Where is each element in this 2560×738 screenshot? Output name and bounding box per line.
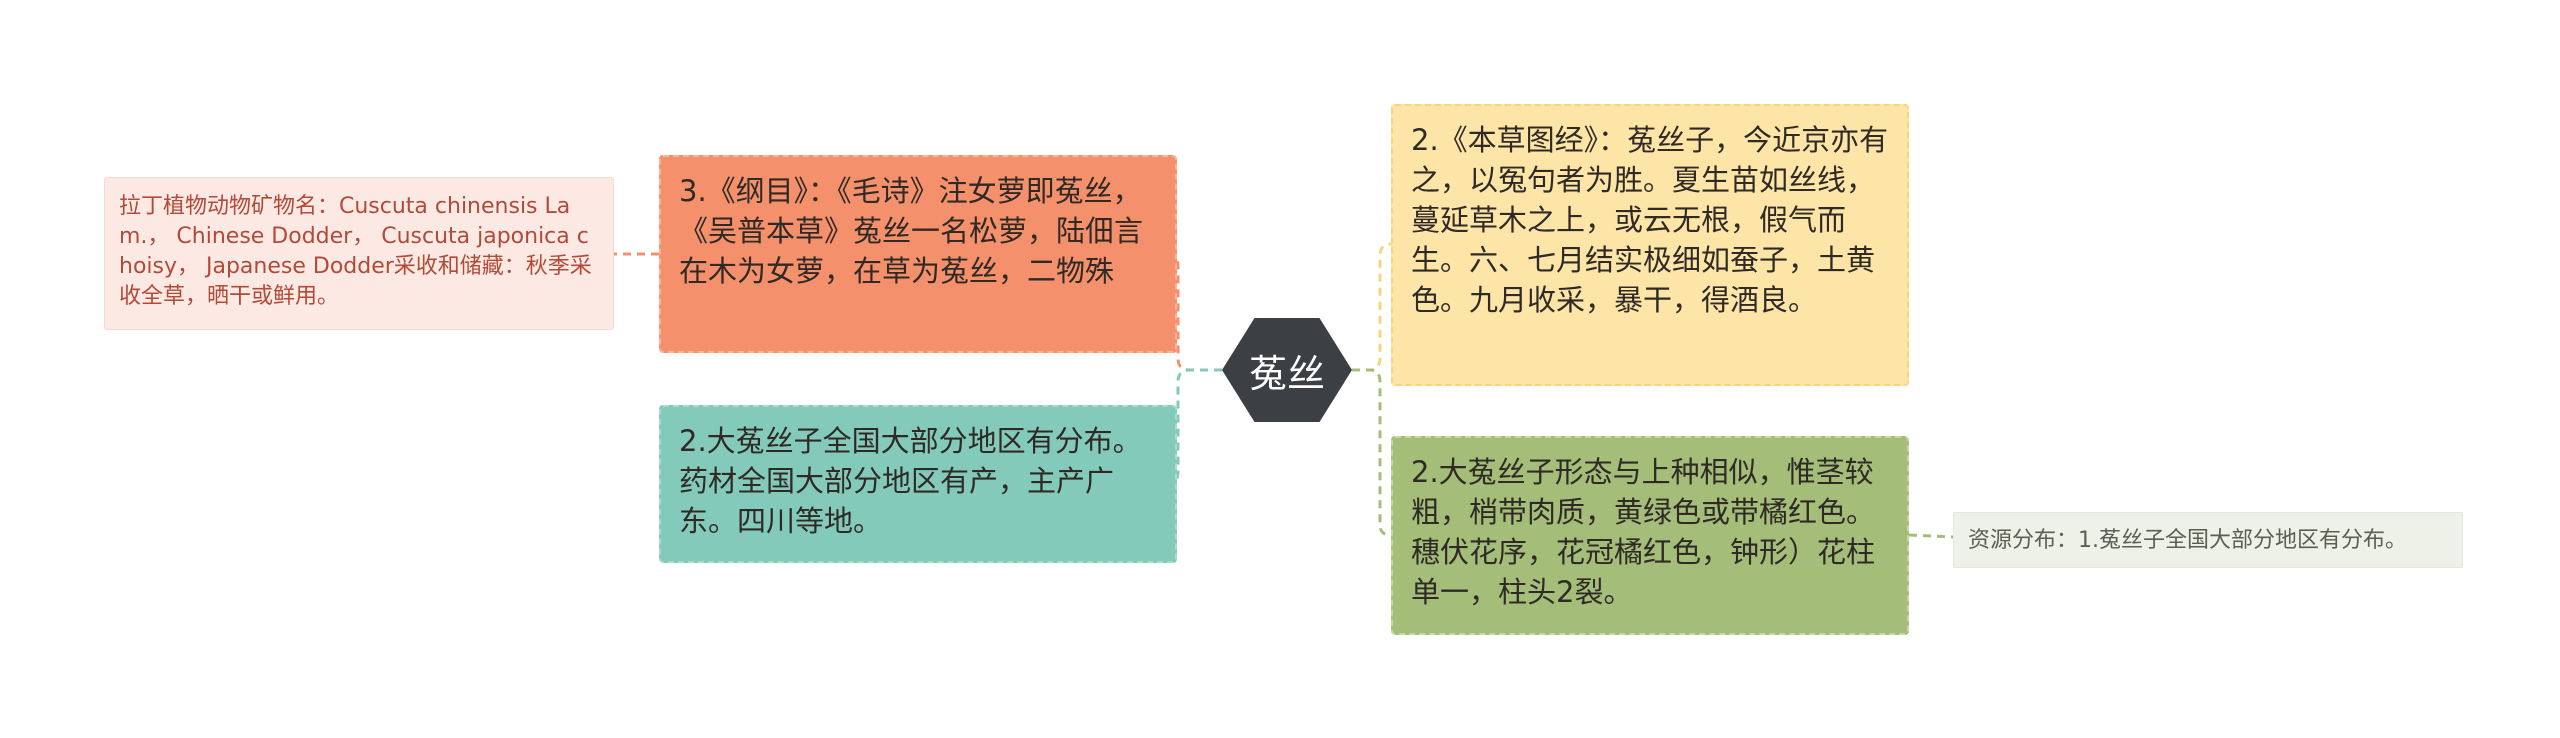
central-topic-label: 菟丝 bbox=[1248, 351, 1325, 396]
topic-distribution-text: 2.大菟丝子全国大部分地区有分布。药材全国大部分地区有产，主产广东。四川等地。 bbox=[679, 424, 1142, 538]
link-morph-resource bbox=[1908, 533, 1954, 539]
link-central-bencao bbox=[1352, 242, 1392, 372]
subtopic-latin-name[interactable]: 拉丁植物动物矿物名：Cuscuta chinensis Lam.， Chines… bbox=[104, 177, 614, 330]
topic-gangmu[interactable]: 3.《纲目》：《毛诗》注女萝即菟丝，《吴普本草》菟丝一名松萝，陆佃言在木为女萝，… bbox=[659, 155, 1177, 353]
topic-morphology-text: 2.大菟丝子形态与上种相似，惟茎较粗，梢带肉质，黄绿色或带橘红色。穗伏花序，花冠… bbox=[1411, 455, 1876, 609]
subtopic-resource-distribution[interactable]: 资源分布：1.菟丝子全国大部分地区有分布。 bbox=[1953, 512, 2463, 568]
topic-morphology[interactable]: 2.大菟丝子形态与上种相似，惟茎较粗，梢带肉质，黄绿色或带橘红色。穗伏花序，花冠… bbox=[1391, 436, 1909, 635]
topic-distribution[interactable]: 2.大菟丝子全国大部分地区有分布。药材全国大部分地区有产，主产广东。四川等地。 bbox=[659, 405, 1177, 563]
topic-bencao-tujing-text: 2.《本草图经》：菟丝子，今近京亦有之，以冤句者为胜。夏生苗如丝线，蔓延草木之上… bbox=[1411, 123, 1889, 317]
topic-gangmu-text: 3.《纲目》：《毛诗》注女萝即菟丝，《吴普本草》菟丝一名松萝，陆佃言在木为女萝，… bbox=[679, 174, 1144, 288]
topic-bencao-tujing[interactable]: 2.《本草图经》：菟丝子，今近京亦有之，以冤句者为胜。夏生苗如丝线，蔓延草木之上… bbox=[1391, 104, 1909, 386]
subtopic-latin-name-text: 拉丁植物动物矿物名：Cuscuta chinensis Lam.， Chines… bbox=[119, 194, 592, 309]
link-central-morph bbox=[1352, 368, 1392, 537]
subtopic-resource-distribution-text: 资源分布：1.菟丝子全国大部分地区有分布。 bbox=[1968, 528, 2407, 553]
